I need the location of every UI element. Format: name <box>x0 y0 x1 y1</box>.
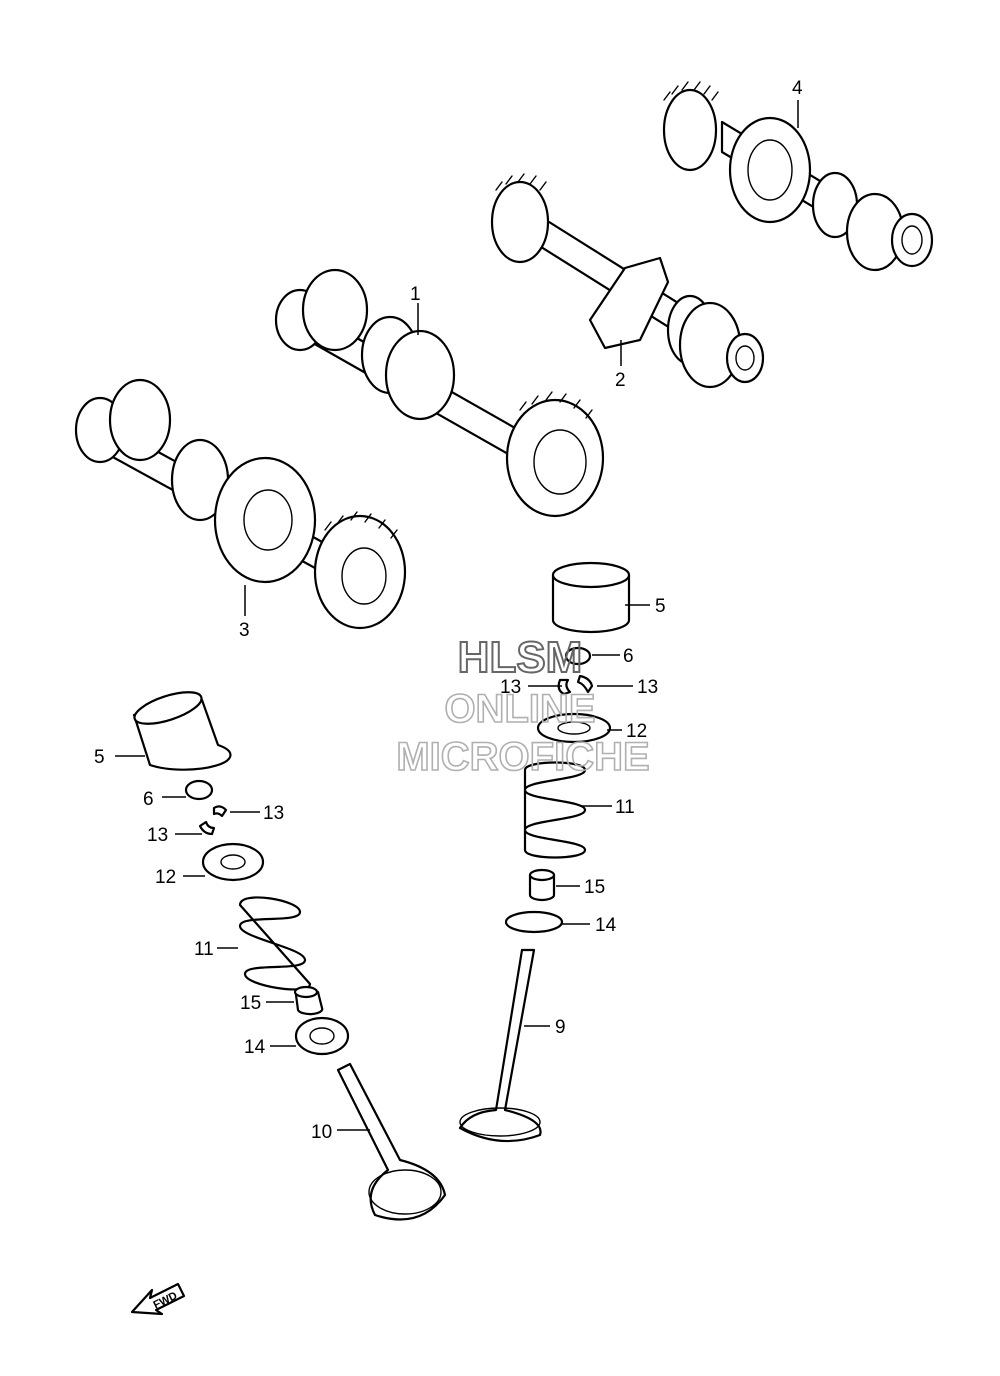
callout-13-right-b: 13 <box>637 677 658 698</box>
camshaft-1[interactable] <box>274 268 605 518</box>
spring-retainer-left[interactable] <box>201 842 265 882</box>
camshaft-2[interactable] <box>490 173 765 389</box>
spring-retainer-right[interactable] <box>536 712 612 744</box>
watermark-line-3: MICROFICHE <box>396 735 649 779</box>
fwd-label: FWD <box>151 1290 179 1312</box>
callout-13-right-a: 13 <box>500 677 521 698</box>
shim-left[interactable] <box>184 779 214 801</box>
valve-spring-left[interactable] <box>238 896 312 991</box>
callout-2: 2 <box>615 370 626 391</box>
valve-seal-left[interactable] <box>293 985 324 1016</box>
callout-labels: 1 2 3 4 5 6 13 13 12 11 15 14 9 5 6 13 1… <box>94 78 803 1143</box>
valve-9[interactable] <box>458 948 542 1143</box>
callout-10: 10 <box>311 1122 332 1143</box>
spring-seat-left[interactable] <box>294 1016 350 1056</box>
valve-10[interactable] <box>336 1062 447 1221</box>
callout-6-right: 6 <box>623 646 634 667</box>
shim-right[interactable] <box>564 646 592 666</box>
callout-11-left: 11 <box>194 939 214 960</box>
camshaft-4[interactable] <box>662 81 934 272</box>
callout-11-right: 11 <box>615 797 635 818</box>
camshaft-3[interactable] <box>74 378 407 630</box>
watermark: HLSM ONLINE MICROFICHE <box>396 632 651 780</box>
callout-1: 1 <box>410 284 421 305</box>
callout-6-left: 6 <box>143 789 154 810</box>
valve-seal-right[interactable] <box>528 868 556 902</box>
callout-14-right: 14 <box>595 915 617 936</box>
callout-5-right: 5 <box>655 596 666 617</box>
leader-lines <box>115 100 799 1131</box>
tappet-left[interactable] <box>131 686 232 771</box>
callout-13-left-b: 13 <box>147 825 168 846</box>
callout-3: 3 <box>239 620 250 641</box>
fwd-arrow-icon: FWD <box>130 1282 186 1316</box>
callout-12-right: 12 <box>626 721 647 742</box>
cotter-left[interactable] <box>198 805 228 836</box>
tappet-right[interactable] <box>551 561 631 634</box>
watermark-line-2: ONLINE <box>444 687 595 731</box>
callout-15-left: 15 <box>240 993 261 1014</box>
callout-14-left: 14 <box>244 1037 266 1058</box>
callout-5-left: 5 <box>94 747 105 768</box>
spring-seat-right[interactable] <box>504 910 564 934</box>
callout-15-right: 15 <box>584 877 605 898</box>
callout-12-left: 12 <box>155 867 176 888</box>
callout-4: 4 <box>792 78 803 99</box>
watermark-line-1: HLSM <box>458 633 583 682</box>
callout-13-left-a: 13 <box>263 803 284 824</box>
callout-9: 9 <box>555 1017 566 1038</box>
valve-spring-right[interactable] <box>523 761 587 859</box>
